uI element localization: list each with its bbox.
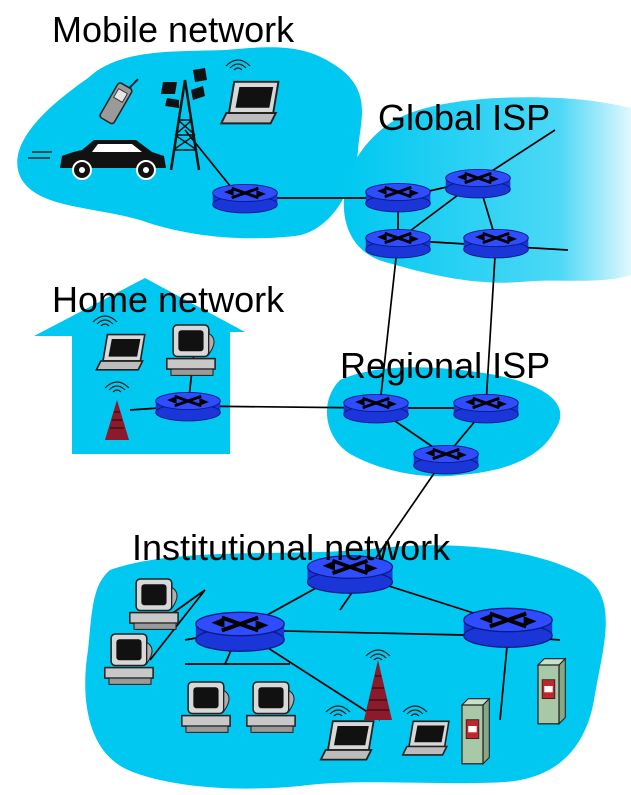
wireless-ap-icon bbox=[105, 400, 129, 440]
router-icon bbox=[193, 610, 287, 654]
router-regional-3 bbox=[412, 444, 480, 476]
label-global-isp: Global ISP bbox=[378, 97, 550, 138]
label-regional-isp: Regional ISP bbox=[340, 345, 550, 386]
router-icon bbox=[461, 606, 555, 650]
label-home-network: Home network bbox=[52, 279, 285, 320]
server-icon bbox=[537, 658, 566, 725]
desktop-icon bbox=[181, 681, 231, 734]
router-institutional-right bbox=[461, 606, 555, 650]
label-institutional-network: Institutional network bbox=[132, 527, 451, 568]
label-mobile-network: Mobile network bbox=[52, 9, 295, 50]
desktop-icon bbox=[166, 324, 216, 377]
car-icon bbox=[28, 140, 166, 180]
router-icon bbox=[452, 393, 520, 425]
desktop-icon bbox=[104, 633, 154, 686]
desktop-icon bbox=[246, 681, 296, 734]
desktop-icon bbox=[129, 578, 179, 631]
server-icon bbox=[461, 698, 490, 765]
mobile-network-region bbox=[17, 47, 362, 239]
router-global-3 bbox=[364, 228, 432, 260]
router-icon bbox=[364, 182, 432, 214]
router-institutional-left bbox=[193, 610, 287, 654]
router-icon bbox=[412, 444, 480, 476]
router-home bbox=[154, 391, 222, 423]
router-mobile bbox=[211, 183, 279, 215]
router-icon bbox=[154, 391, 222, 423]
router-global-4 bbox=[462, 228, 530, 260]
router-regional-1 bbox=[342, 393, 410, 425]
router-icon bbox=[444, 168, 512, 200]
router-icon bbox=[462, 228, 530, 260]
router-global-2 bbox=[444, 168, 512, 200]
wireless-ap-icon bbox=[364, 660, 392, 720]
router-icon bbox=[211, 183, 279, 215]
router-regional-2 bbox=[452, 393, 520, 425]
router-global-1 bbox=[364, 182, 432, 214]
cell-tower-icon bbox=[161, 68, 207, 171]
phone-icon bbox=[99, 78, 139, 125]
router-icon bbox=[364, 228, 432, 260]
router-icon bbox=[342, 393, 410, 425]
